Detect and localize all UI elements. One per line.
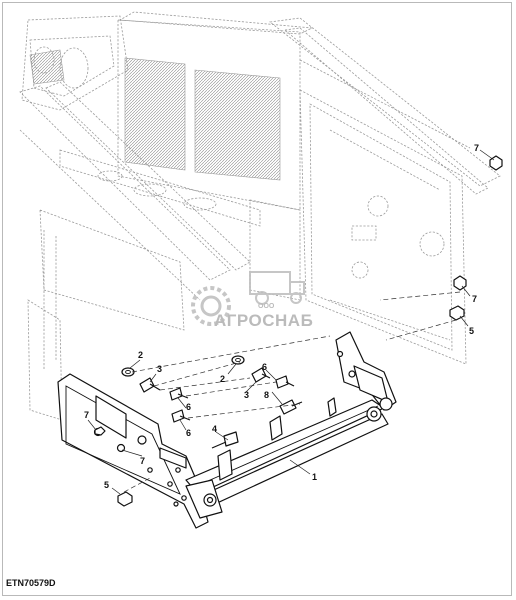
callout-6-a: 6	[186, 402, 191, 412]
fastener-hardware	[94, 155, 503, 507]
figure-border	[2, 2, 512, 596]
figure-id: ETN70579D	[6, 578, 56, 588]
callout-7-top: 7	[474, 143, 479, 153]
callout-7-plate-b: 7	[140, 456, 145, 466]
callout-1: 1	[312, 472, 317, 482]
callout-labels: 7 7 5 2 3 6 6 2 6 3 8 4 7 7 1 5	[84, 143, 479, 490]
callout-6-b: 6	[186, 428, 191, 438]
callout-7-plate-a: 7	[84, 410, 89, 420]
watermark-name: АГРОСНАБ	[214, 311, 313, 330]
callout-2-left: 2	[138, 350, 143, 360]
callout-8: 8	[264, 390, 269, 400]
right-mounting-bracket	[269, 331, 397, 441]
watermark-prefix: ООО	[258, 303, 275, 310]
callout-7-right: 7	[472, 294, 477, 304]
crossbar-assembly	[185, 399, 389, 519]
left-mounting-plate	[57, 373, 209, 529]
agrosnab-watermark: ООО АГРОСНАБ	[191, 271, 313, 330]
machine-frame-ghost	[19, 11, 501, 421]
callout-3-left: 3	[157, 364, 162, 374]
assembly-path-lines	[123, 291, 461, 493]
callout-5-bottom: 5	[104, 480, 109, 490]
callout-2-mid: 2	[220, 374, 225, 384]
callout-6-mid: 6	[262, 362, 267, 372]
callout-4: 4	[212, 424, 217, 434]
callout-leaders	[87, 149, 495, 495]
callout-5-right: 5	[469, 326, 474, 336]
callout-3-mid: 3	[244, 390, 249, 400]
